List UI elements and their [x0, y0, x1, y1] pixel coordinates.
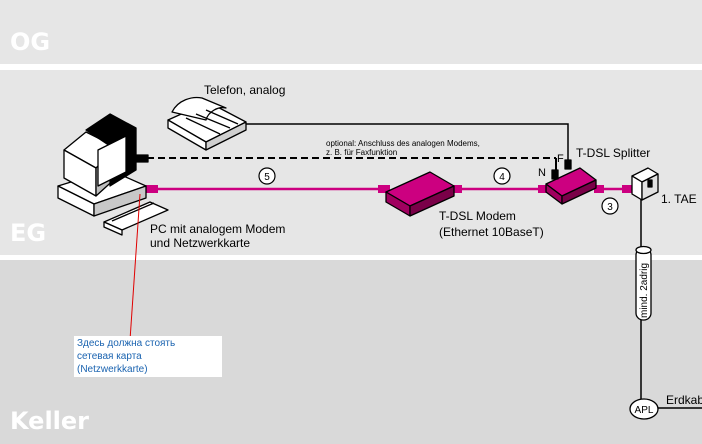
plug-modem-right — [450, 185, 462, 193]
pc-icon — [57, 113, 169, 236]
cable-marker-5: 5 — [258, 167, 276, 185]
port-n-label: N — [538, 167, 546, 179]
optional-note-line2: z. B. für Faxfunktion — [326, 148, 397, 157]
annotation-line-3: (Netzwerkkarte) — [77, 364, 148, 375]
cable-tube — [635, 245, 652, 321]
annotation-line-2: сетевая карта — [77, 351, 142, 362]
splitter-label: T-DSL Splitter — [576, 146, 650, 160]
apl-node — [629, 398, 659, 420]
erdkabel-label: Erdkab — [666, 393, 702, 407]
plug-splitter-left — [538, 185, 550, 193]
annotation-note: Здесь должна стоять сетевая карта (Netzw… — [74, 336, 222, 377]
pc-label-line1: PC mit analogem Modem — [150, 222, 285, 236]
annotation-line-1: Здесь должна стоять — [77, 338, 176, 349]
modem-label-line1: T-DSL Modem — [439, 209, 516, 223]
pc-label-line2: und Netzwerkkarte — [150, 236, 250, 250]
phone-icon — [167, 96, 247, 151]
port-f-label: F — [557, 153, 564, 165]
tdsl-splitter-icon — [545, 159, 597, 205]
floor-label-keller: Keller — [10, 407, 89, 435]
tae-socket-icon — [631, 167, 659, 201]
cable-marker-4: 4 — [493, 167, 511, 185]
floor-label-eg: EG — [10, 219, 46, 247]
phone-label: Telefon, analog — [204, 83, 285, 97]
tdsl-modem-icon — [385, 171, 455, 217]
phone-cable — [246, 123, 569, 160]
optional-note-line1: optional: Anschluss des analogen Modems, — [326, 139, 480, 148]
apl-label: APL — [635, 405, 654, 416]
cable-tube-label: mind. 2adrig — [639, 263, 650, 318]
tae-label: 1. TAE — [661, 192, 697, 206]
plug-pc — [146, 185, 158, 193]
svg-text:4: 4 — [499, 172, 505, 183]
modem-label-line2: (Ethernet 10BaseT) — [439, 225, 544, 239]
plug-splitter-right — [594, 185, 604, 193]
svg-text:3: 3 — [607, 202, 613, 213]
floor-band-og — [0, 0, 702, 64]
floor-label-og: OG — [10, 28, 50, 56]
plug-tae — [622, 185, 632, 193]
plug-modem-left — [378, 185, 390, 193]
annotation-pointer-line — [129, 193, 141, 341]
cable-marker-3: 3 — [601, 197, 619, 215]
svg-text:5: 5 — [264, 172, 270, 183]
